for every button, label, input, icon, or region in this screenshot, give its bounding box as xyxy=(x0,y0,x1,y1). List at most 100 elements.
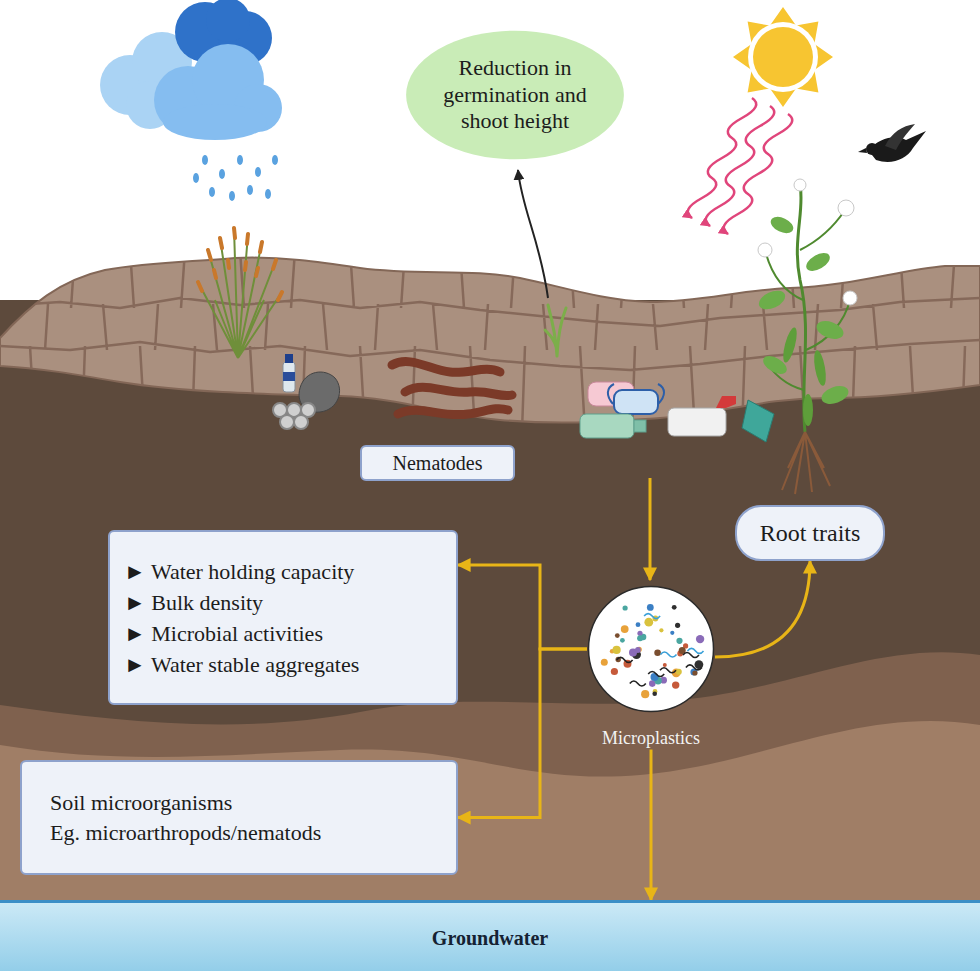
sun-rays xyxy=(733,7,833,107)
plastic-litter xyxy=(580,382,774,442)
pea-pod xyxy=(803,394,813,426)
crow-beak xyxy=(858,148,867,153)
flow-connector xyxy=(650,750,653,901)
node-text: Soil microorganisms xyxy=(50,788,428,818)
reed-tips xyxy=(198,228,282,300)
flow-connector xyxy=(458,565,587,649)
raindrop xyxy=(209,187,215,197)
microplastic-particle xyxy=(637,631,642,636)
microplastic-particle xyxy=(623,605,628,610)
plastic-box xyxy=(742,400,774,442)
microplastics-circle: Microplastics xyxy=(587,585,715,750)
microplastic-particle xyxy=(635,647,641,653)
face-mask xyxy=(614,390,658,414)
earthworm xyxy=(398,409,508,415)
cloud-part xyxy=(163,104,267,140)
reed-stems xyxy=(198,228,282,358)
raindrop xyxy=(265,189,271,199)
raindrop xyxy=(255,167,261,177)
sun xyxy=(733,7,833,107)
soil-crust xyxy=(0,258,980,423)
microplastic-particle xyxy=(652,691,657,696)
pea-plant xyxy=(756,179,857,494)
seedling xyxy=(545,305,566,356)
crust-cracks xyxy=(0,250,980,431)
sun-disc xyxy=(753,27,813,87)
property-box: ► Water holding capacity► Bulk density► … xyxy=(108,530,458,705)
effect-arrow xyxy=(518,170,548,298)
text-group: Reduction in germination and shoot heigh… xyxy=(426,55,604,134)
microplastic-particle xyxy=(611,668,618,675)
raindrop xyxy=(247,185,253,195)
microplastic-particle xyxy=(672,605,677,610)
circle-outline xyxy=(587,585,715,713)
pea-leaf xyxy=(814,318,846,343)
rain xyxy=(193,155,278,201)
node-text: ► Water holding capacity xyxy=(124,556,442,587)
microplastic-particle xyxy=(644,618,653,627)
effect-ellipse: Reduction in germination and shoot heigh… xyxy=(405,30,625,160)
bottle-label xyxy=(283,372,295,381)
crow xyxy=(858,124,926,162)
pea-flower xyxy=(794,179,806,191)
node-text: Root traits xyxy=(760,518,861,548)
microplastic-particle xyxy=(675,623,680,628)
spray-nozzle xyxy=(716,396,736,408)
flow-connector xyxy=(715,561,810,657)
microfiber xyxy=(630,681,646,686)
pea-flower xyxy=(758,243,772,257)
pea-leaf xyxy=(756,287,788,313)
microplastic-particle xyxy=(613,646,621,654)
uv-rays xyxy=(688,98,792,234)
pea-leaf xyxy=(803,249,833,274)
earthworms xyxy=(392,362,512,415)
microplastic-particle xyxy=(636,622,641,627)
microfiber xyxy=(617,657,633,662)
spray-bottle xyxy=(668,408,726,436)
microplastic-particle xyxy=(696,635,704,643)
ring-pack xyxy=(294,415,308,429)
pea-leaf xyxy=(768,214,796,237)
microplastic-particle xyxy=(637,635,643,641)
microplastic-particle xyxy=(692,670,697,675)
microplastic-particle xyxy=(676,638,682,644)
raindrop xyxy=(219,169,225,179)
uv-ray xyxy=(724,114,792,234)
pea-flower xyxy=(843,291,857,305)
microplastic-particle xyxy=(654,649,661,656)
microplastic-particle xyxy=(672,681,679,688)
crow-head xyxy=(866,143,878,155)
microplastic-particle xyxy=(659,628,663,632)
node-text: ► Microbial activities xyxy=(124,618,442,649)
reed-plant xyxy=(198,228,282,358)
microfiber xyxy=(648,672,664,677)
earthworm xyxy=(392,362,500,373)
node-text: Nematodes xyxy=(393,451,483,476)
crack-lines xyxy=(0,250,980,431)
bottle xyxy=(283,362,295,392)
sun-gap xyxy=(748,22,818,92)
microfiber xyxy=(686,665,702,670)
earthworm xyxy=(405,387,512,395)
pea-leaf xyxy=(819,383,851,408)
pea-pod xyxy=(812,349,828,386)
microplastic-particle xyxy=(620,638,625,643)
flow-arrow xyxy=(649,478,652,580)
uv-ray xyxy=(706,106,774,226)
microfiber xyxy=(644,614,660,619)
ring-pack xyxy=(280,415,294,429)
organism-box: Soil microorganismsEg. microarthropods/n… xyxy=(20,760,458,875)
node-text: ► Water stable aggregates xyxy=(124,649,442,680)
microfiber xyxy=(661,652,677,657)
plastic-litter xyxy=(273,354,340,429)
microplastic-particle xyxy=(647,604,654,611)
cloud-part xyxy=(206,0,250,42)
clouds xyxy=(100,0,282,140)
flow-connector xyxy=(458,649,587,818)
crow-wing xyxy=(885,124,915,150)
green-bottle xyxy=(580,414,634,438)
microfiber xyxy=(660,668,676,673)
ellipse-fill xyxy=(406,31,624,160)
microplastic-particle xyxy=(601,659,608,666)
node-text: Reduction in germination and shoot heigh… xyxy=(426,55,604,134)
